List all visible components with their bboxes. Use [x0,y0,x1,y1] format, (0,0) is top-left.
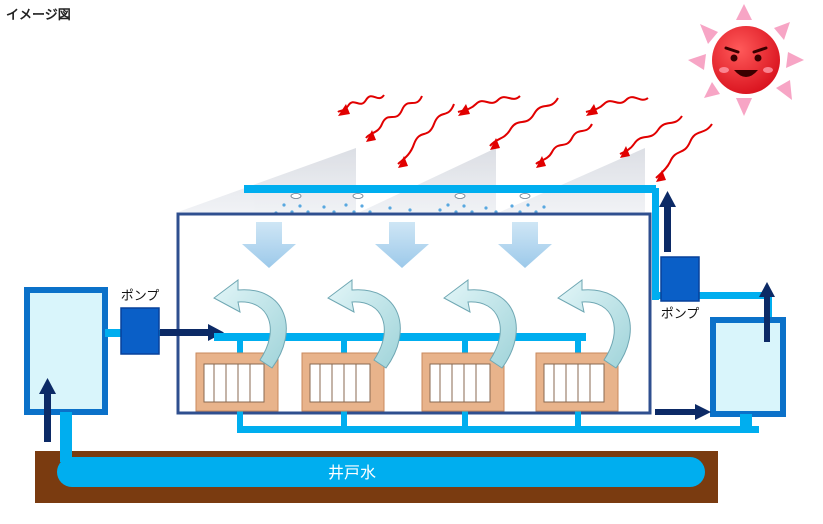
spray-nozzle-icon [454,193,466,199]
smiling-sun-icon [688,4,804,116]
distribution-drops [237,339,581,357]
airflow-arrows [213,279,631,369]
right-top-pipe [652,292,772,299]
cooling-pads [195,352,619,412]
right-tank-outlet [740,414,752,432]
well-water-pipe [57,457,705,487]
cooling-pad [535,352,619,412]
spray-nozzles [290,193,531,199]
pump-left-icon [120,307,160,355]
inflow-arrow [160,324,224,341]
cooling-pad [301,352,385,412]
spray-pipe [244,185,656,193]
left-water-tank [24,287,108,415]
spray-nozzle-icon [290,193,302,199]
pump-left-label: ポンプ [121,289,160,304]
page-title: イメージ図 [6,8,71,23]
cool-air-arrows [242,222,552,268]
spray-nozzle-icon [519,193,531,199]
right-riser-up-arrow [659,191,676,252]
cooling-pad [195,352,279,412]
cooling-pad [421,352,505,412]
left-tank-up-arrow [39,378,56,442]
heat-arrow-heads [338,104,666,182]
pump-right-label: ポンプ [661,307,700,322]
left-supply-pipe [60,412,72,462]
right-water-tank [710,317,786,417]
spray-nozzle-icon [352,193,364,199]
right-riser-pipe [652,188,659,300]
heat-arrows [337,94,713,179]
well-water-label: 井戸水 [328,463,376,482]
roof-panels [178,148,645,212]
right-tank-up-arrow [759,282,775,342]
outflow-arrow [655,404,711,420]
pump-right-icon [660,256,700,302]
collection-pipe [237,408,759,433]
